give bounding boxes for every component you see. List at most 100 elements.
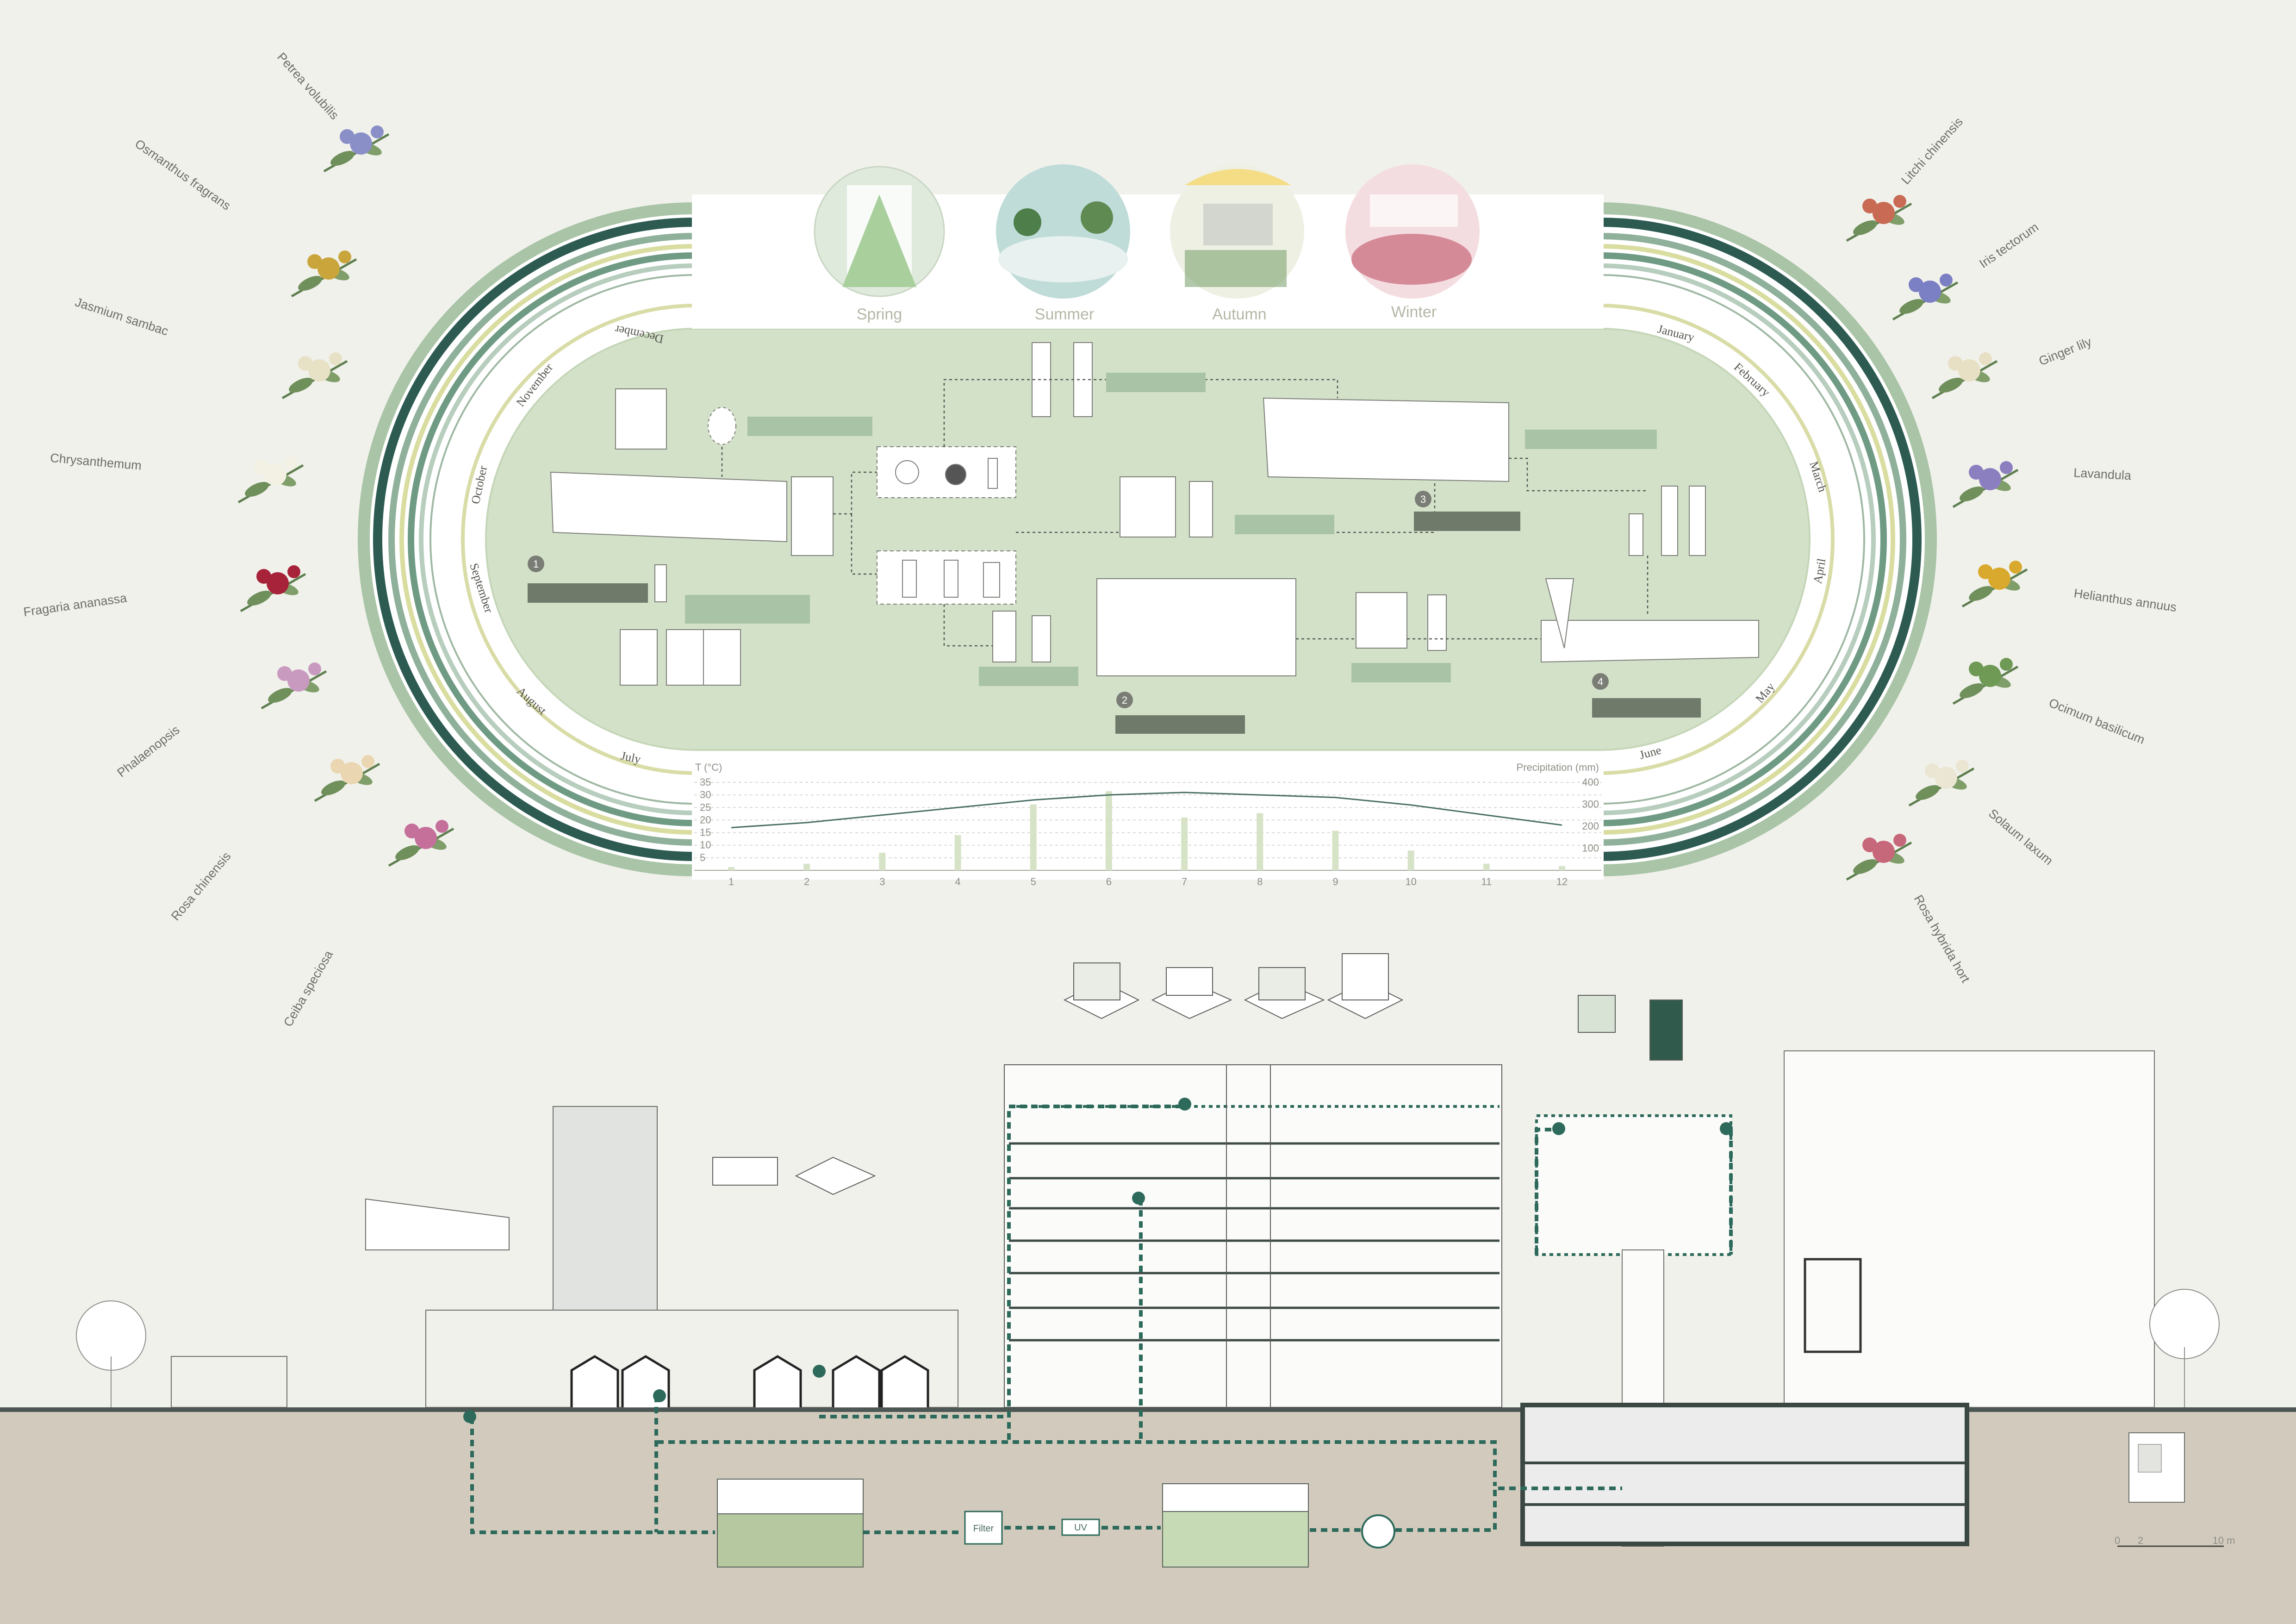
greenhouse-icon	[712, 1157, 778, 1186]
axon-icon	[1073, 962, 1120, 1000]
site-4-tower	[1545, 578, 1574, 649]
plant-flower	[1862, 837, 1877, 852]
plant-flower	[1893, 195, 1906, 208]
plant-flower	[371, 125, 384, 138]
plant-flower	[2009, 561, 2022, 574]
herb-icon	[944, 560, 958, 598]
plant-item: Iris tectorum	[1892, 220, 2041, 321]
precipitation-bar	[1559, 866, 1565, 870]
season-winter: Winter	[1345, 164, 1480, 321]
plant-name: Solaum laxum	[1986, 806, 2055, 868]
plant-flower	[1919, 281, 1941, 303]
plant-item: Litchi chinensis	[1846, 115, 1966, 242]
tomato-icon	[945, 464, 966, 485]
site-marker-4: 4	[1592, 673, 1609, 690]
plant-flower	[350, 132, 372, 155]
bottle-icon	[654, 564, 667, 602]
season-label: Summer	[1035, 306, 1094, 323]
x-tick-label: 1	[728, 876, 734, 887]
plant-leaf	[1969, 586, 1993, 601]
site-marker-1: 1	[528, 556, 544, 572]
plant-flower	[1940, 274, 1953, 287]
plant-name: Lavandula	[2073, 466, 2132, 483]
x-tick-label: 8	[1257, 876, 1263, 887]
x-tick-label: 3	[879, 876, 885, 887]
plant-name: Chrysanthemum	[50, 451, 142, 473]
scale-tick: 2	[2138, 1535, 2143, 1546]
precipitation-bar	[1257, 813, 1263, 870]
y-axis-left-label: T (°C)	[695, 762, 722, 773]
precipitation-bar	[1407, 850, 1414, 870]
plant-name: Litchi chinensis	[1898, 115, 1966, 187]
precipitation-bar	[1181, 818, 1188, 870]
plant-leaf	[321, 780, 345, 796]
y-axis-right-label: Precipitation (mm)	[1517, 762, 1599, 773]
leek-icon	[988, 458, 998, 489]
person-icon	[992, 611, 1016, 662]
plant-flower	[341, 762, 363, 784]
plant-item: Jasmium sambac	[73, 295, 348, 400]
tower-icon	[1649, 999, 1683, 1061]
plant-name: Phalaenopsis	[114, 723, 182, 780]
plant-flower	[436, 820, 448, 833]
site-key-map	[2128, 1432, 2185, 1503]
plant-leaf	[395, 845, 419, 861]
axon-icon	[1166, 967, 1213, 996]
precipitation-bar	[1105, 791, 1112, 870]
plant-flower	[2000, 658, 2013, 671]
y-tick-right: 200	[1582, 820, 1599, 832]
cabbage-icon	[895, 460, 919, 484]
central-building	[1004, 1064, 1502, 1408]
water-system: Filter UV	[717, 1479, 1395, 1568]
axon-icon	[1342, 953, 1389, 1000]
plant-name: Jasmium sambac	[73, 295, 170, 338]
plant-flower	[308, 662, 321, 675]
plant-name: Iris tectorum	[1977, 220, 2041, 271]
plant-flower	[307, 254, 322, 269]
site-1-building	[550, 471, 787, 543]
seed-icon	[708, 407, 736, 445]
site-3-building	[1263, 397, 1509, 482]
inner-diagram	[550, 342, 1759, 686]
plant-flower	[317, 257, 340, 280]
plant-name: Ceiba speciosa	[281, 948, 336, 1029]
svg-text:4: 4	[1598, 676, 1603, 687]
plant-item: Helianthus annuus	[1961, 561, 2178, 614]
plant-leaf	[330, 150, 355, 166]
plant-flower	[404, 824, 419, 838]
plant-flower	[1979, 468, 2001, 490]
plant-leaf	[245, 481, 269, 497]
precipitation-bar	[1332, 831, 1339, 870]
plant-item: Solaum laxum	[1908, 760, 2055, 868]
market-stall	[1356, 592, 1407, 649]
gatehouse	[171, 1356, 287, 1408]
person-icon	[1189, 481, 1213, 537]
herb-icon	[983, 562, 1000, 598]
x-tick-label: 2	[804, 876, 809, 887]
x-tick-label: 7	[1182, 876, 1187, 887]
x-tick-label: 12	[1556, 876, 1568, 887]
plant-flower	[298, 356, 313, 371]
plant-name: Rosa chinensis	[168, 849, 234, 924]
plant-leaf	[289, 377, 313, 393]
chart-bars	[728, 791, 1565, 870]
precipitation-bar	[879, 853, 886, 870]
plant-flower	[285, 456, 298, 469]
uv-box: UV	[1061, 1518, 1100, 1536]
y-tick-right: 400	[1582, 776, 1599, 788]
filter-label: Filter	[973, 1524, 994, 1534]
plant-name: Fragaria ananassa	[23, 591, 128, 619]
plant-flower	[267, 572, 289, 594]
climate-chart-panel	[692, 755, 1604, 880]
plant-flower	[277, 666, 292, 681]
plant-item: Petrea volubilis	[274, 50, 390, 173]
building-axon-icons	[712, 953, 1683, 1195]
sawtooth-roof	[570, 1355, 929, 1407]
temperature-line	[731, 792, 1562, 829]
site-marker-3: 3	[1415, 491, 1431, 507]
plant-flower	[1988, 568, 2010, 590]
plant-leaf	[268, 687, 292, 703]
person-icon	[1689, 486, 1706, 556]
plant-item: Chrysanthemum	[50, 451, 304, 504]
